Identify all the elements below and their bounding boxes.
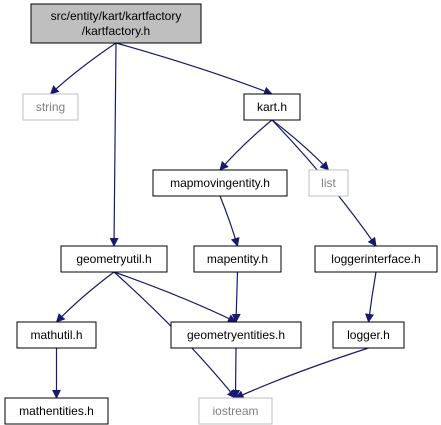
- node-box-list: [308, 169, 349, 197]
- node-label-mapentity: mapentity.h: [207, 252, 268, 266]
- node-box-mathutil: [16, 321, 97, 349]
- node-box-mapentity: [193, 245, 282, 273]
- node-box-kart: [243, 93, 301, 121]
- edge-kart-to-list: [271, 119, 330, 171]
- node-box-logger: [332, 321, 405, 349]
- edge-mapentity-to-geometryentities: [231, 271, 241, 323]
- edge-geometryentities-to-iostream: [231, 347, 241, 399]
- edge-geometryutil-to-mathutil: [55, 271, 115, 323]
- edge-mapmovingentity-to-mapentity: [219, 195, 240, 247]
- edge-kart-to-mapmovingentity: [219, 119, 273, 171]
- node-mathentities[interactable]: mathentities.h: [4, 397, 109, 425]
- node-iostream: iostream: [198, 397, 273, 425]
- node-loggerinterface[interactable]: loggerinterface.h: [314, 245, 438, 273]
- node-label-geometryutil: geometryutil.h: [76, 252, 151, 266]
- node-kart[interactable]: kart.h: [243, 93, 301, 121]
- node-label-geometryentities: geometryentities.h: [187, 328, 285, 342]
- node-box-string: [22, 93, 79, 121]
- node-box-loggerinterface: [314, 245, 438, 273]
- node-box-iostream: [198, 397, 273, 425]
- edge-kartfactory-to-string: [49, 42, 117, 95]
- node-label-logger: logger.h: [347, 328, 390, 342]
- node-label-iostream: iostream: [212, 404, 258, 418]
- edge-kartfactory-to-geometryutil: [109, 42, 119, 247]
- node-box-kartfactory: [30, 3, 202, 44]
- node-mapmovingentity[interactable]: mapmovingentity.h: [152, 169, 288, 197]
- node-string: string: [22, 93, 79, 121]
- node-label-kart: kart.h: [257, 100, 287, 114]
- node-logger[interactable]: logger.h: [332, 321, 405, 349]
- node-kartfactory[interactable]: src/entity/kart/kartfactory/kartfactory.…: [30, 3, 202, 44]
- node-box-mapmovingentity: [152, 169, 288, 197]
- node-label-mathentities: mathentities.h: [19, 404, 94, 418]
- node-label-mapmovingentity: mapmovingentity.h: [170, 176, 270, 190]
- edge-loggerinterface-to-logger: [365, 271, 377, 323]
- node-mathutil[interactable]: mathutil.h: [16, 321, 97, 349]
- node-geometryutil[interactable]: geometryutil.h: [60, 245, 168, 273]
- node-label-kartfactory: src/entity/kart/kartfactory: [51, 9, 182, 23]
- node-geometryentities[interactable]: geometryentities.h: [170, 321, 302, 349]
- node-label-list: list: [321, 176, 336, 190]
- node-label-kartfactory: /kartfactory.h: [82, 24, 150, 38]
- node-label-string: string: [36, 100, 65, 114]
- node-label-mathutil: mathutil.h: [30, 328, 82, 342]
- edge-geometryutil-to-geometryentities: [113, 271, 237, 323]
- node-box-mathentities: [4, 397, 109, 425]
- node-box-geometryutil: [60, 245, 168, 273]
- node-list: list: [308, 169, 349, 197]
- edge-logger-to-iostream: [234, 347, 369, 399]
- node-label-loggerinterface: loggerinterface.h: [331, 252, 420, 266]
- node-box-geometryentities: [170, 321, 302, 349]
- edge-kartfactory-to-kart: [115, 42, 273, 96]
- node-mapentity[interactable]: mapentity.h: [193, 245, 282, 273]
- nodes-layer: src/entity/kart/kartfactory/kartfactory.…: [4, 3, 438, 425]
